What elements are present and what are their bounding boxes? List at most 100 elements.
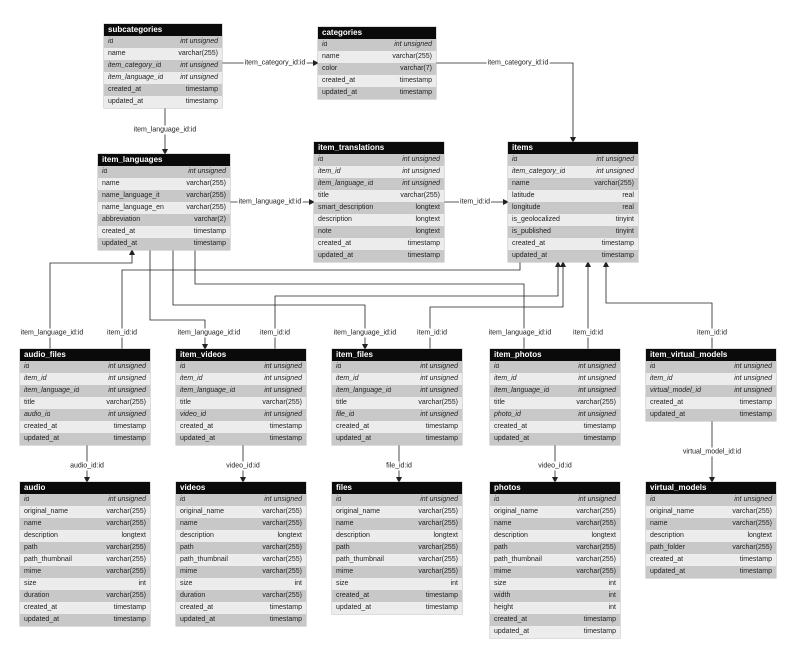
column-name: created_at bbox=[650, 556, 684, 563]
column-type: int unsigned bbox=[108, 387, 146, 394]
table-row: color varchar(7) bbox=[318, 63, 436, 75]
column-type: varchar(255) bbox=[594, 180, 634, 187]
column-name: updated_at bbox=[108, 98, 144, 105]
column-type: varchar(255) bbox=[576, 520, 616, 527]
column-name: name bbox=[180, 520, 198, 527]
relation-label: item_id:id bbox=[696, 328, 728, 338]
column-name: is_geolocalized bbox=[512, 216, 560, 223]
column-type: varchar(255) bbox=[178, 50, 218, 57]
column-name: description bbox=[494, 532, 528, 539]
column-name: id bbox=[108, 38, 114, 45]
column-name: created_at bbox=[512, 240, 546, 247]
column-type: varchar(255) bbox=[186, 192, 226, 199]
column-type: real bbox=[622, 192, 634, 199]
column-name: item_id bbox=[180, 375, 203, 382]
table-row: item_language_id int unsigned bbox=[332, 385, 462, 397]
column-type: varchar(255) bbox=[418, 544, 458, 551]
column-type: int bbox=[608, 604, 616, 611]
column-type: varchar(7) bbox=[400, 65, 432, 72]
column-type: timestamp bbox=[425, 435, 458, 442]
relation-line-itemfiles-items bbox=[427, 261, 566, 354]
relation-line-itemfiles-languages bbox=[170, 245, 368, 350]
column-type: varchar(255) bbox=[262, 399, 302, 406]
column-name: color bbox=[322, 65, 338, 72]
column-name: item_id bbox=[650, 375, 673, 382]
column-name: updated_at bbox=[650, 411, 686, 418]
column-type: varchar(255) bbox=[262, 592, 302, 599]
table-title: item_translations bbox=[314, 142, 444, 154]
column-name: title bbox=[336, 399, 347, 406]
column-type: int bbox=[450, 580, 458, 587]
column-type: timestamp bbox=[185, 98, 218, 105]
column-name: item_id bbox=[318, 168, 341, 175]
column-name: id bbox=[24, 363, 30, 370]
column-type: int unsigned bbox=[420, 387, 458, 394]
column-type: timestamp bbox=[185, 86, 218, 93]
column-type: int unsigned bbox=[420, 411, 458, 418]
column-type: timestamp bbox=[269, 423, 302, 430]
column-name: size bbox=[494, 580, 507, 587]
column-type: longtext bbox=[591, 532, 616, 539]
column-type: longtext bbox=[415, 216, 440, 223]
column-name: original_name bbox=[494, 508, 538, 515]
relation-label: item_language_id:id bbox=[487, 328, 553, 338]
column-name: id bbox=[24, 496, 30, 503]
column-type: int unsigned bbox=[596, 168, 634, 175]
column-type: int unsigned bbox=[402, 168, 440, 175]
column-name: created_at bbox=[336, 423, 370, 430]
table-title: item_files bbox=[332, 349, 462, 361]
column-type: varchar(255) bbox=[106, 520, 146, 527]
column-name: created_at bbox=[24, 604, 58, 611]
column-name: id bbox=[650, 363, 656, 370]
column-type: varchar(255) bbox=[418, 568, 458, 575]
column-name: mime bbox=[336, 568, 354, 575]
column-type: timestamp bbox=[739, 411, 772, 418]
column-name: updated_at bbox=[24, 616, 60, 623]
relation-label: item_language_id:id bbox=[332, 328, 398, 338]
relation-label: item_language_id:id bbox=[19, 328, 85, 338]
column-name: item_language_id bbox=[336, 387, 392, 394]
column-type: varchar(255) bbox=[106, 399, 146, 406]
